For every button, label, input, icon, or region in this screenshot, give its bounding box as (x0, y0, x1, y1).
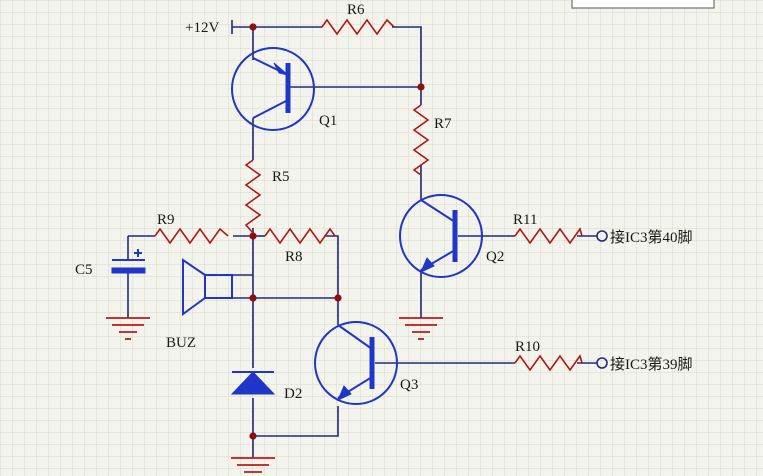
ground-q2 (399, 317, 443, 340)
resistor-r5 (244, 159, 262, 234)
junction-dot (334, 294, 342, 302)
label-c5: C5 (75, 262, 93, 278)
label-q3: Q3 (400, 377, 418, 393)
buzzer (182, 258, 233, 316)
window-fragment (571, 0, 715, 9)
label-q1: Q1 (319, 113, 337, 129)
junction-dot (249, 294, 257, 302)
port-terminal-bottom (596, 357, 608, 369)
label-r11: R11 (513, 212, 537, 228)
port-terminal-top (596, 230, 608, 242)
label-r6: R6 (347, 2, 365, 18)
resistors (154, 18, 583, 372)
transistor-q2 (399, 194, 483, 278)
resistor-r10 (514, 354, 583, 372)
resistor-r11 (514, 227, 583, 245)
supply-label: +12V (185, 20, 219, 36)
ground-c5 (106, 317, 150, 340)
capacitor-c5 (111, 249, 146, 274)
label-r8: R8 (285, 249, 303, 265)
junctions (249, 23, 425, 440)
resistor-r7 (412, 104, 430, 176)
transistor-q1 (231, 47, 315, 131)
junction-dot (417, 83, 425, 91)
junction-dot (249, 232, 257, 240)
label-port-bottom: 接IC3第39脚 (610, 355, 693, 373)
junction-dot (249, 23, 257, 31)
label-port-top: 接IC3第40脚 (610, 228, 693, 246)
label-r5: R5 (272, 169, 290, 185)
resistor-r8 (264, 227, 336, 245)
diode-d2 (230, 371, 276, 395)
ground-d2 (231, 457, 275, 473)
label-buz: BUZ (166, 335, 196, 351)
label-r7: R7 (434, 116, 452, 132)
label-d2: D2 (284, 386, 302, 402)
resistor-r9 (154, 227, 229, 245)
transistor-q3 (314, 321, 398, 405)
label-r10: R10 (515, 339, 540, 355)
label-r9: R9 (157, 212, 175, 228)
resistor-r6 (321, 18, 395, 36)
label-q2: Q2 (486, 249, 504, 265)
junction-dot (249, 432, 257, 440)
